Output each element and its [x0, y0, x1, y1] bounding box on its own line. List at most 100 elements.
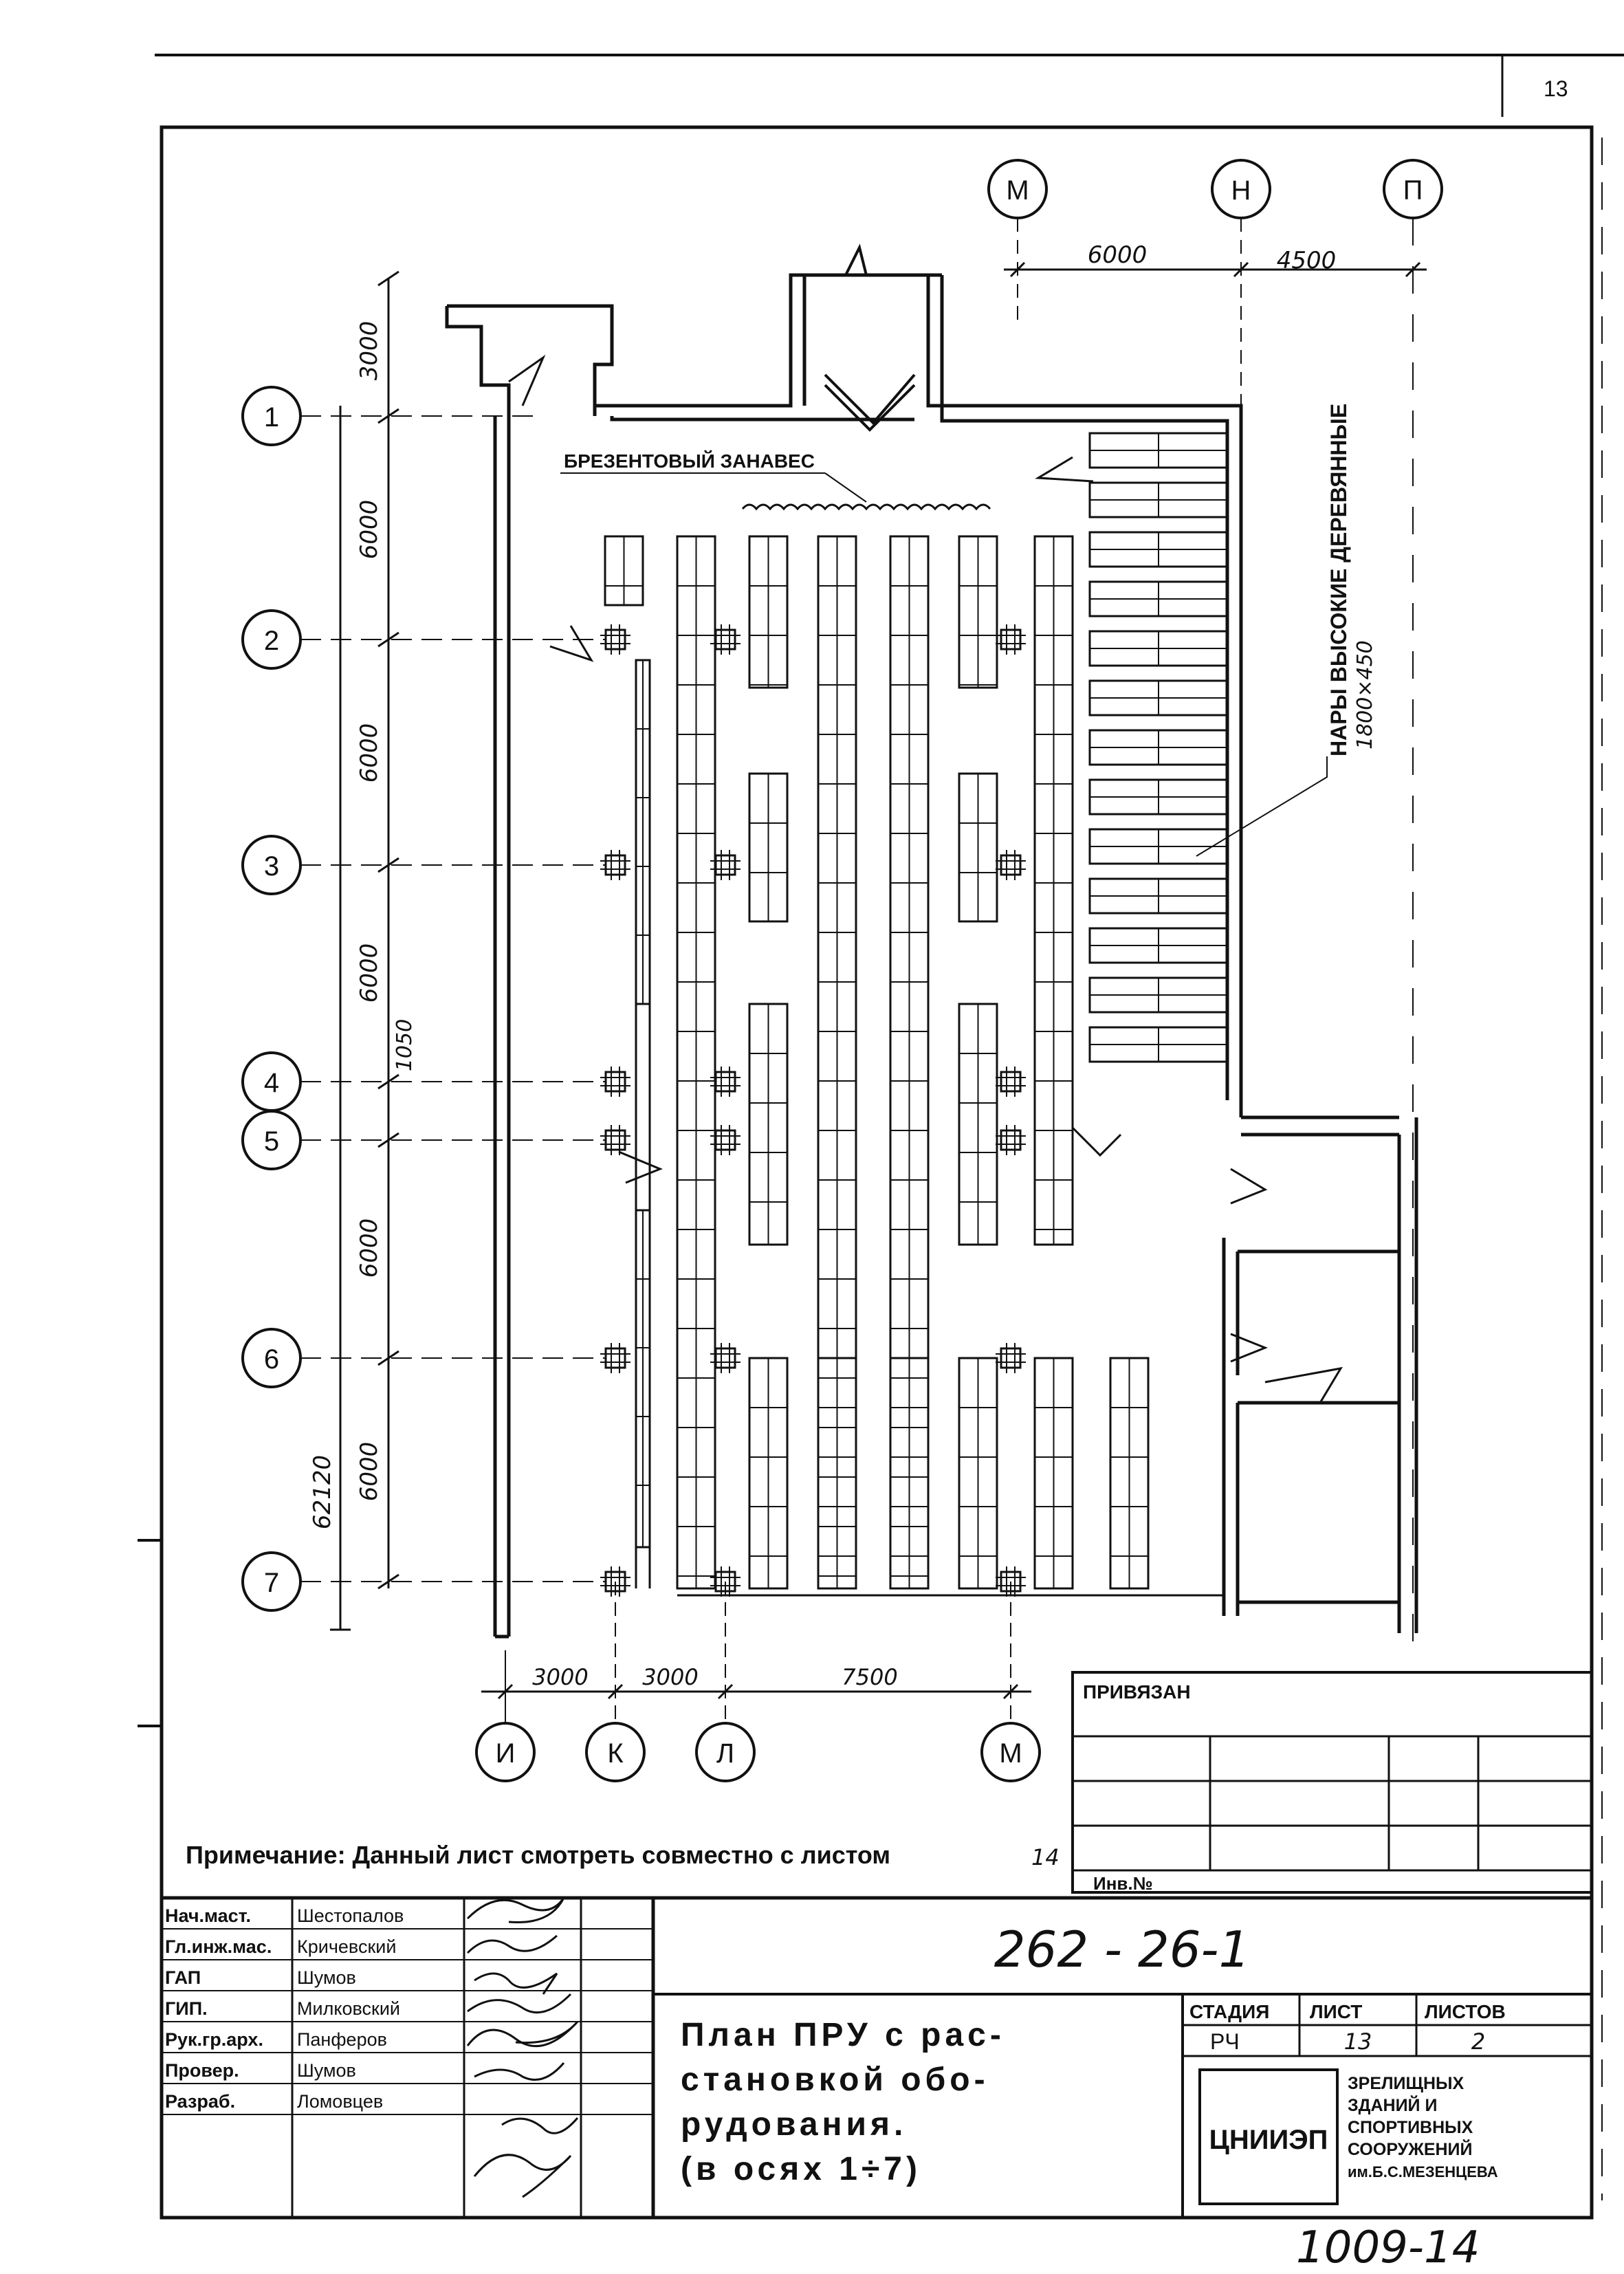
axis-label: 1	[264, 402, 279, 433]
axis-label: 7	[264, 1568, 279, 1598]
axis-label: Л	[716, 1738, 734, 1769]
bunk-row	[1088, 531, 1229, 568]
axis-marker-left-6: 6	[241, 1328, 302, 1388]
staff-name: Милковский	[297, 1998, 400, 2019]
structural-column	[710, 850, 740, 880]
stage-header: СТАДИЯ	[1189, 2001, 1269, 2022]
bunks-label: НАРЫ ВЫСОКИЕ ДЕРЕВЯННЫЕ	[1326, 404, 1351, 756]
bunk-row	[1088, 877, 1229, 915]
bunk-row	[889, 1357, 930, 1590]
signatures	[466, 1897, 579, 2198]
staff-name: Шумов	[297, 2060, 356, 2081]
building-walls	[445, 273, 1418, 1639]
structural-column	[600, 624, 630, 655]
staff-table: Нач.маст.ШестопаловГл.инж.мас.Кричевский…	[165, 1905, 404, 2112]
axis-marker-left-2: 2	[241, 609, 302, 670]
bunk-row	[1088, 729, 1229, 766]
staff-role: Рук.гр.арх.	[165, 2029, 263, 2050]
axis-marker-bottom-l: Л	[695, 1582, 756, 1782]
note-text: Примечание: Данный лист смотреть совмест…	[186, 1841, 890, 1869]
dim-4500: 4500	[1277, 247, 1337, 274]
bottom-dimension-line: 3000 3000 7500	[481, 1664, 1031, 1700]
bunks-layout	[604, 432, 1229, 1590]
bunks-label-group: НАРЫ ВЫСОКИЕ ДЕРЕВЯННЫЕ 1800×450	[1196, 404, 1377, 857]
dim-6000: 6000	[355, 943, 383, 1003]
sheet-frame	[160, 125, 1594, 2220]
bunk-row	[817, 1357, 857, 1590]
staff-role: ГАП	[165, 1967, 201, 1988]
bunk-row	[1033, 535, 1074, 1246]
axis-label: М	[1006, 175, 1029, 206]
bunk-row	[1088, 630, 1229, 667]
privyazan-label: ПРИВЯЗАН	[1083, 1681, 1191, 1703]
axis-label: И	[496, 1738, 516, 1769]
staff-name: Шестопалов	[297, 1905, 404, 1926]
dim-1050: 1050	[393, 1019, 417, 1071]
dim-3000: 3000	[355, 321, 383, 381]
archive-number: 1009-14	[1296, 2222, 1480, 2273]
axis-label: П	[1403, 175, 1423, 206]
bunk-row	[635, 659, 651, 1005]
axis-grid-lines	[300, 415, 605, 1582]
org-name-line: СПОРТИВНЫХ	[1348, 2118, 1473, 2137]
dim-3000: 3000	[642, 1664, 698, 1690]
staff-role: Разраб.	[165, 2091, 235, 2112]
inv-number-label: Инв.№	[1093, 1873, 1153, 1894]
axis-label: М	[999, 1738, 1022, 1769]
bunk-row	[958, 1357, 998, 1590]
axis-marker-left-3: 3	[241, 835, 302, 895]
staff-name: Панферов	[297, 2029, 387, 2050]
structural-column	[600, 850, 630, 880]
bunk-row	[1033, 1357, 1074, 1590]
bunk-row	[1088, 828, 1229, 865]
bunk-row	[604, 535, 644, 606]
axis-marker-left-4: 4	[241, 1051, 302, 1112]
bunk-row	[1088, 1026, 1229, 1063]
axis-label: К	[607, 1738, 624, 1769]
staff-name: Кричевский	[297, 1936, 396, 1957]
axis-label: 2	[264, 626, 279, 656]
bunk-row	[1109, 1357, 1150, 1590]
structural-column	[600, 1566, 630, 1597]
drawing-title-line: рудования.	[681, 2106, 907, 2143]
bunk-row	[1088, 778, 1229, 816]
structural-column	[710, 1566, 740, 1597]
structural-column	[710, 1125, 740, 1155]
title-block: 262 - 26-1 План ПРУ с рас- становкой обо…	[160, 1896, 1594, 2220]
bunk-row	[748, 1003, 789, 1246]
dim-6000: 6000	[355, 500, 383, 560]
structural-column	[710, 1343, 740, 1373]
sheet-corner-number: 13	[1544, 76, 1568, 101]
structural-column	[600, 1067, 630, 1097]
bunk-row	[1088, 481, 1229, 518]
staff-name: Шумов	[297, 1967, 356, 1988]
top-dimension-line: 6000 4500	[1004, 241, 1427, 278]
bunk-row	[958, 1003, 998, 1246]
staff-role: Нач.маст.	[165, 1905, 251, 1926]
bunk-row	[1088, 976, 1229, 1014]
axis-marker-left-7: 7	[241, 1551, 302, 1612]
axis-marker-left-5: 5	[241, 1110, 302, 1170]
axis-label: 5	[264, 1126, 279, 1157]
sheet-header: ЛИСТ	[1310, 2001, 1362, 2022]
structural-column	[996, 624, 1026, 655]
drawing-title-line: План ПРУ с рас-	[681, 2017, 1005, 2053]
bunk-row	[1088, 580, 1229, 617]
org-name-line: им.Б.С.МЕЗЕНЦЕВА	[1348, 2163, 1498, 2180]
structural-column	[996, 1343, 1026, 1373]
structural-column	[996, 850, 1026, 880]
org-logo: ЦНИИЭП ЗРЕЛИЩНЫХ ЗДАНИЙ И СПОРТИВНЫХ СОО…	[1198, 2068, 1498, 2205]
bunk-row	[748, 772, 789, 923]
axis-marker-bottom-i: И	[475, 1650, 536, 1782]
document-code: 262 - 26-1	[994, 1921, 1251, 1978]
canvas-curtain: БРЕЗЕНТОВЫЙ ЗАНАВЕС	[560, 450, 991, 511]
dim-6000: 6000	[355, 723, 383, 783]
door-swings	[508, 354, 1343, 1403]
org-logo-text: ЦНИИЭП	[1209, 2125, 1328, 2155]
sheet-value: 13	[1344, 2029, 1372, 2055]
columns-layout	[600, 624, 1026, 1597]
axis-marker-top-p: П	[1383, 159, 1443, 1650]
note-sheet-number: 14	[1031, 1844, 1060, 1870]
structural-column	[600, 1343, 630, 1373]
